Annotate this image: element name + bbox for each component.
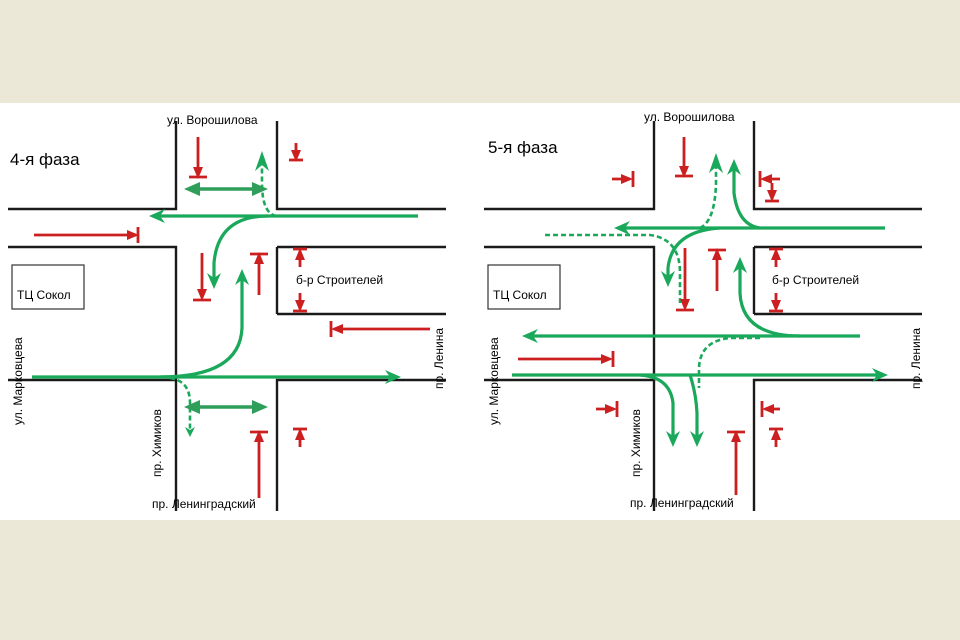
street-label-west: ул. Марковцева — [487, 337, 501, 425]
store-box — [11, 264, 85, 310]
flow-arrow-upper-dashed — [545, 233, 682, 303]
street-label-south: пр. Ленинградский — [630, 496, 734, 510]
road-outlines — [8, 121, 446, 511]
flow-arrow-right-turn-north — [727, 159, 761, 230]
street-label-east: пр. Ленина — [909, 328, 923, 389]
street-label-south-west: пр. Химиков — [150, 409, 164, 477]
flow-arrow-left-turn-north — [159, 269, 249, 379]
flow-arrow-lower-dashed — [697, 336, 760, 388]
phase-title: 5-я фаза — [488, 138, 558, 157]
flow-arrow-head-north — [255, 151, 269, 171]
flow-arrow-left-turn-north — [733, 257, 801, 338]
panel-phase-4: 4-я фаза ул. Ворошилова б-р Строителей Т… — [8, 113, 446, 511]
flow-arrow-right-turn-south-dashed — [169, 376, 195, 437]
street-label-west: ул. Марковцева — [11, 337, 25, 425]
stopped-movements — [34, 137, 430, 498]
store-label: ТЦ Сокол — [493, 288, 547, 302]
flow-arrow-south — [688, 374, 704, 447]
stopped-movements — [518, 137, 783, 495]
street-label-east-road: б-р Строителей — [296, 273, 383, 287]
flow-arrow-left-turn-south — [661, 226, 721, 287]
flow-arrow-north-dashed — [699, 163, 718, 230]
allowed-movements — [32, 151, 418, 437]
flow-arrow-left-turn-south — [207, 214, 269, 289]
store-label: ТЦ Сокол — [17, 288, 71, 302]
allowed-movements — [512, 153, 888, 447]
traffic-phase-diagram: 4-я фаза ул. Ворошилова б-р Строителей Т… — [0, 103, 960, 520]
street-label-east: пр. Ленина — [432, 328, 446, 389]
store-box — [487, 264, 561, 310]
street-label-north: ул. Ворошилова — [644, 110, 735, 124]
flow-arrow-head-north — [709, 153, 723, 173]
street-label-east-road: б-р Строителей — [772, 273, 859, 287]
road-outlines — [484, 121, 922, 511]
diagram-canvas: 4-я фаза ул. Ворошилова б-р Строителей Т… — [8, 110, 923, 511]
flow-arrow-right-turn-south — [639, 373, 680, 447]
street-label-south-west: пр. Химиков — [629, 409, 643, 477]
flow-arrow-right-turn-north-dashed — [260, 161, 277, 218]
panel-phase-5: 5-я фаза ул. Ворошилова б-р Строителей Т… — [484, 110, 923, 511]
street-label-south: пр. Ленинградский — [152, 497, 256, 511]
street-label-north: ул. Ворошилова — [167, 113, 258, 127]
phase-title: 4-я фаза — [10, 150, 80, 169]
